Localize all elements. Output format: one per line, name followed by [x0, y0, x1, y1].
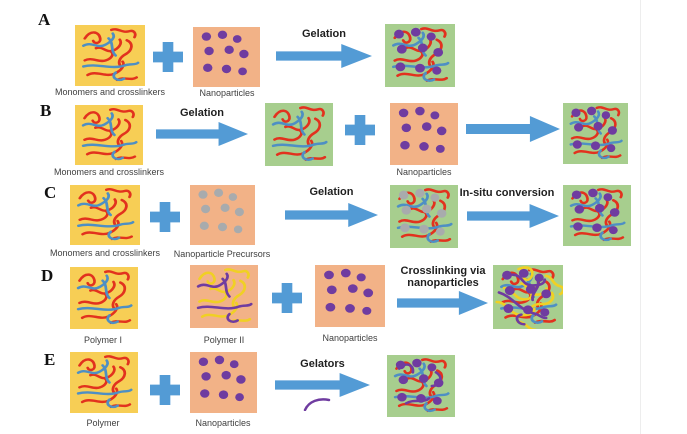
- gelator-curve-icon: [303, 397, 331, 411]
- panel-c-label: C: [44, 183, 57, 202]
- panel-d-polymer1-caption: Polymer I: [83, 335, 122, 345]
- panel-e-nanoparticles-box: [190, 352, 257, 413]
- panel-b-gel-result-box: [563, 103, 628, 164]
- panel-d-crosslinking-label: Crosslinking via nanoparticles: [400, 265, 486, 290]
- polymer2-chains-graphic: [196, 268, 253, 324]
- panel-a-gel-result-box: [385, 24, 455, 87]
- mixed-polymer-network-graphic: [493, 265, 563, 329]
- panel-b-monomers-box: [75, 105, 143, 165]
- panel-d-polymer2-caption: Polymer II: [203, 335, 245, 345]
- panel-c-gel-result-box: [563, 185, 631, 246]
- panel-d-nanoparticles-caption: Nanoparticles: [322, 333, 378, 343]
- monomer-chains-graphic: [77, 187, 135, 241]
- gel-network-graphic: [271, 106, 328, 162]
- panel-e-label: E: [44, 350, 56, 369]
- arrow-right-icon: [397, 291, 488, 315]
- panel-b-nanoparticles-box: [390, 103, 458, 165]
- panel-b-gelation-label: Gelation: [179, 107, 224, 119]
- panel-e-gelators-label: Gelators: [300, 358, 345, 370]
- panel-a-nanoparticles-box: [193, 27, 260, 87]
- precursor-dots-graphic: [198, 188, 244, 234]
- panel-d-gel-result-box: [493, 265, 563, 329]
- panel-a-label: A: [38, 10, 51, 29]
- panel-b-nanoparticles-caption: Nanoparticles: [396, 167, 452, 177]
- panel-a-nanoparticles-caption: Nanoparticles: [199, 88, 255, 98]
- nanoparticle-dots-graphic: [198, 355, 246, 402]
- panel-c-gelation-label: Gelation: [309, 186, 354, 198]
- panel-e-polymer-caption: Polymer: [86, 418, 120, 428]
- plus-icon: [345, 115, 375, 145]
- gel-network-with-dots-graphic: [569, 105, 623, 160]
- arrow-right-icon: [467, 204, 559, 228]
- gel-network-with-gray-dots-graphic: [396, 188, 453, 244]
- panel-c-monomers-caption: Monomers and crosslinkers: [49, 248, 161, 258]
- panel-e-nanoparticles-caption: Nanoparticles: [195, 418, 251, 428]
- arrow-right-icon: [285, 203, 378, 227]
- panel-a-gelation-label: Gelation: [301, 28, 346, 40]
- panel-b-monomers-caption: Monomers and crosslinkers: [53, 167, 165, 177]
- panel-c-gel-precursor-box: [390, 185, 458, 248]
- plus-icon: [153, 42, 183, 72]
- arrow-right-icon: [466, 116, 560, 142]
- plus-icon: [150, 375, 180, 405]
- panel-e-polymer-box: [70, 352, 138, 413]
- panel-e-gel-result-box: [387, 355, 455, 417]
- panel-c-monomers-box: [70, 185, 140, 245]
- gel-network-with-dots-graphic: [569, 187, 626, 242]
- arrow-right-icon: [275, 373, 370, 397]
- monomer-chains-graphic: [82, 27, 140, 82]
- panel-c-insitu-label: In-situ conversion: [459, 187, 555, 199]
- panel-a-monomers-box: [75, 25, 145, 86]
- nanoparticle-dots-graphic: [201, 30, 249, 76]
- nanoparticle-dots-graphic: [324, 268, 374, 315]
- page-edge-line: [640, 0, 641, 434]
- panel-b-label: B: [40, 101, 52, 120]
- panel-d-polymer2-box: [190, 265, 258, 328]
- polymer1-chains-graphic: [76, 270, 133, 325]
- nanoparticle-dots-graphic: [398, 106, 447, 153]
- panel-a-monomers-caption: Monomers and crosslinkers: [54, 87, 166, 97]
- arrow-right-icon: [156, 122, 248, 146]
- panel-c-precursors-box: [190, 185, 255, 245]
- gel-network-with-dots-graphic: [391, 27, 450, 83]
- panel-b-gel-box: [265, 103, 333, 166]
- panel-d-label: D: [41, 266, 54, 285]
- plus-icon: [272, 283, 302, 313]
- gel-network-with-gelators-graphic: [393, 358, 450, 413]
- polymer-chains-graphic: [76, 354, 133, 409]
- panel-c-precursors-caption: Nanoparticle Precursors: [173, 249, 271, 259]
- arrow-right-icon: [276, 44, 372, 68]
- panel-d-nanoparticles-box: [315, 265, 385, 327]
- plus-icon: [150, 202, 180, 232]
- monomer-chains-graphic: [81, 107, 138, 161]
- panel-d-polymer1-box: [70, 267, 138, 329]
